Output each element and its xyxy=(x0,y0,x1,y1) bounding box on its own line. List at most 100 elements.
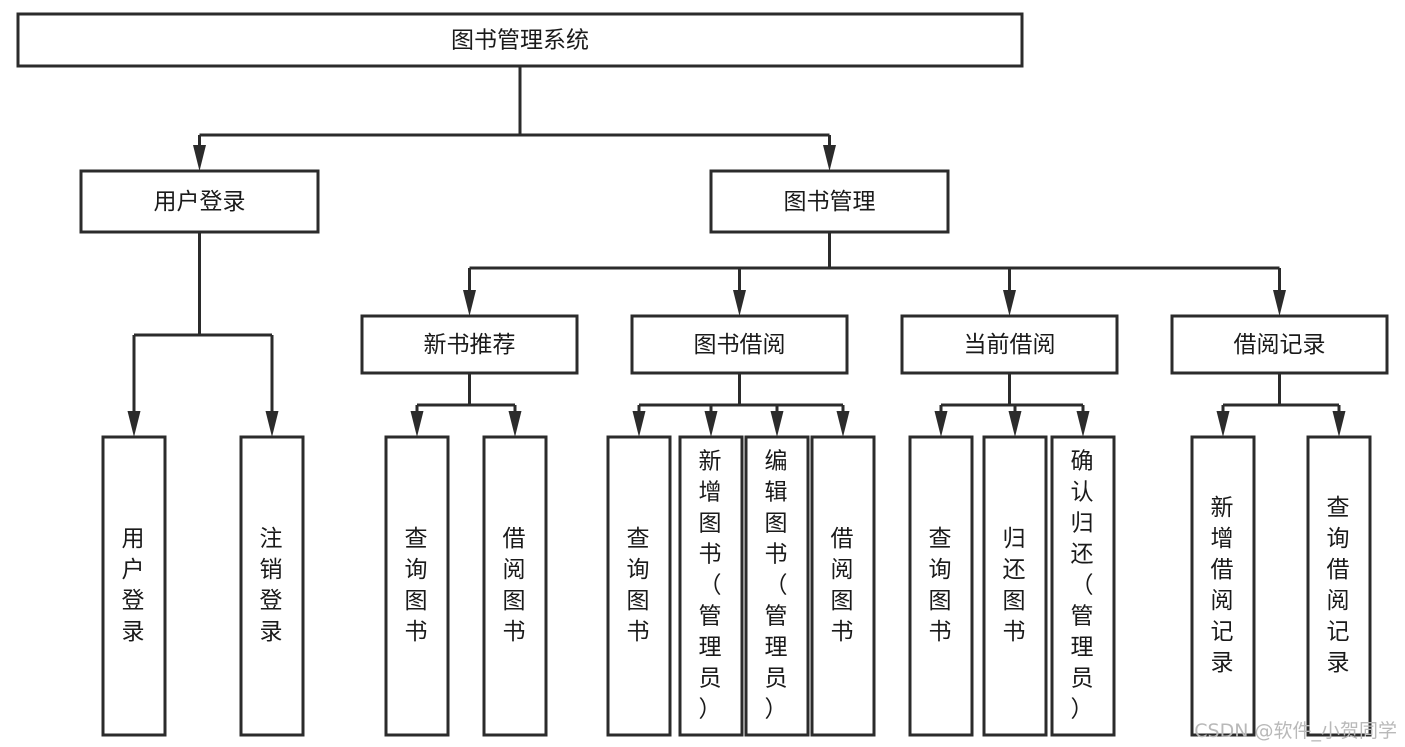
svg-text:员: 员 xyxy=(1071,666,1096,692)
svg-text:图: 图 xyxy=(929,588,954,614)
svg-text:管: 管 xyxy=(699,604,724,630)
svg-text:理: 理 xyxy=(1071,635,1096,661)
svg-text:归: 归 xyxy=(1003,526,1028,552)
arrow-head xyxy=(1003,290,1016,316)
arrow-head xyxy=(1273,290,1286,316)
svg-text:图: 图 xyxy=(699,511,724,537)
svg-text:登: 登 xyxy=(260,588,285,614)
arrow-head xyxy=(733,290,746,316)
svg-text:录: 录 xyxy=(1211,650,1236,676)
svg-text:户: 户 xyxy=(122,557,147,583)
node-book-borrow[interactable] xyxy=(630,314,849,375)
arrow-head xyxy=(1076,411,1090,437)
svg-text:）: ） xyxy=(765,697,790,723)
svg-text:管: 管 xyxy=(765,604,790,630)
svg-text:还: 还 xyxy=(1071,542,1096,568)
svg-text:管: 管 xyxy=(1071,604,1096,630)
svg-text:阅: 阅 xyxy=(831,557,856,583)
svg-text:认: 认 xyxy=(1071,480,1096,506)
node-leaf-query-book-1[interactable] xyxy=(384,435,450,737)
node-new-book-recommend[interactable] xyxy=(360,314,579,375)
node-root[interactable] xyxy=(16,12,1024,68)
arrow-head xyxy=(770,411,784,437)
svg-text:编: 编 xyxy=(765,449,790,475)
svg-text:新: 新 xyxy=(699,449,724,475)
svg-text:图: 图 xyxy=(627,588,652,614)
svg-text:借: 借 xyxy=(831,526,856,552)
node-leaf-confirm-return[interactable] xyxy=(1050,435,1116,737)
svg-text:阅: 阅 xyxy=(503,557,528,583)
svg-text:书: 书 xyxy=(627,619,652,645)
svg-text:员: 员 xyxy=(765,666,790,692)
node-leaf-add-record[interactable] xyxy=(1190,435,1256,737)
arrow-head xyxy=(410,411,424,437)
svg-text:（: （ xyxy=(765,573,790,599)
svg-text:增: 增 xyxy=(1211,526,1236,552)
svg-text:询: 询 xyxy=(627,557,652,583)
node-leaf-edit-book[interactable] xyxy=(744,435,810,737)
svg-text:询: 询 xyxy=(929,557,954,583)
svg-text:员: 员 xyxy=(699,666,724,692)
node-leaf-borrow-book-1[interactable] xyxy=(482,435,548,737)
svg-text:书: 书 xyxy=(765,542,790,568)
svg-text:询: 询 xyxy=(1327,526,1352,552)
svg-text:录: 录 xyxy=(1327,650,1352,676)
arrow-head xyxy=(836,411,850,437)
svg-text:确: 确 xyxy=(1071,449,1096,475)
node-leaf-query-book-2[interactable] xyxy=(606,435,672,737)
svg-text:）: ） xyxy=(1071,697,1096,723)
svg-text:询: 询 xyxy=(405,557,430,583)
svg-text:录: 录 xyxy=(122,619,147,645)
svg-text:（: （ xyxy=(1071,573,1096,599)
node-leaf-borrow-book-2[interactable] xyxy=(810,435,876,737)
node-user-login[interactable] xyxy=(79,169,320,234)
node-label-root: 图书管理系统 xyxy=(451,28,589,54)
svg-text:书: 书 xyxy=(699,542,724,568)
node-leaf-query-record[interactable] xyxy=(1306,435,1372,737)
node-leaf-return-book[interactable] xyxy=(982,435,1048,737)
svg-text:录: 录 xyxy=(260,619,285,645)
svg-text:用: 用 xyxy=(122,526,147,552)
svg-text:归: 归 xyxy=(1071,511,1096,537)
node-label-borrow-record: 借阅记录 xyxy=(1234,332,1326,358)
node-leaf-user-login[interactable] xyxy=(101,435,167,737)
node-borrow-record[interactable] xyxy=(1170,314,1389,375)
node-book-management[interactable] xyxy=(709,169,950,234)
arrow-head xyxy=(265,411,279,437)
svg-text:增: 增 xyxy=(699,480,724,506)
svg-text:查: 查 xyxy=(929,526,954,552)
node-leaf-logout[interactable] xyxy=(239,435,305,737)
node-leaf-query-book-3[interactable] xyxy=(908,435,974,737)
arrow-head xyxy=(463,290,476,316)
connectors-layer xyxy=(127,66,1346,437)
arrow-head xyxy=(193,145,206,171)
node-label-current-borrow: 当前借阅 xyxy=(964,332,1056,358)
arrow-head xyxy=(127,411,141,437)
svg-text:（: （ xyxy=(699,573,724,599)
svg-text:书: 书 xyxy=(831,619,856,645)
arrow-head xyxy=(508,411,522,437)
svg-text:图: 图 xyxy=(503,588,528,614)
svg-text:理: 理 xyxy=(699,635,724,661)
node-label-book-management: 图书管理 xyxy=(784,189,876,215)
node-current-borrow[interactable] xyxy=(900,314,1119,375)
svg-text:书: 书 xyxy=(503,619,528,645)
svg-text:图: 图 xyxy=(405,588,430,614)
svg-text:图: 图 xyxy=(831,588,856,614)
svg-text:新: 新 xyxy=(1211,495,1236,521)
svg-text:借: 借 xyxy=(503,526,528,552)
svg-text:注: 注 xyxy=(260,526,285,552)
arrow-head xyxy=(1008,411,1022,437)
node-leaf-add-book[interactable] xyxy=(678,435,744,737)
arrow-head xyxy=(1332,411,1346,437)
svg-text:书: 书 xyxy=(405,619,430,645)
